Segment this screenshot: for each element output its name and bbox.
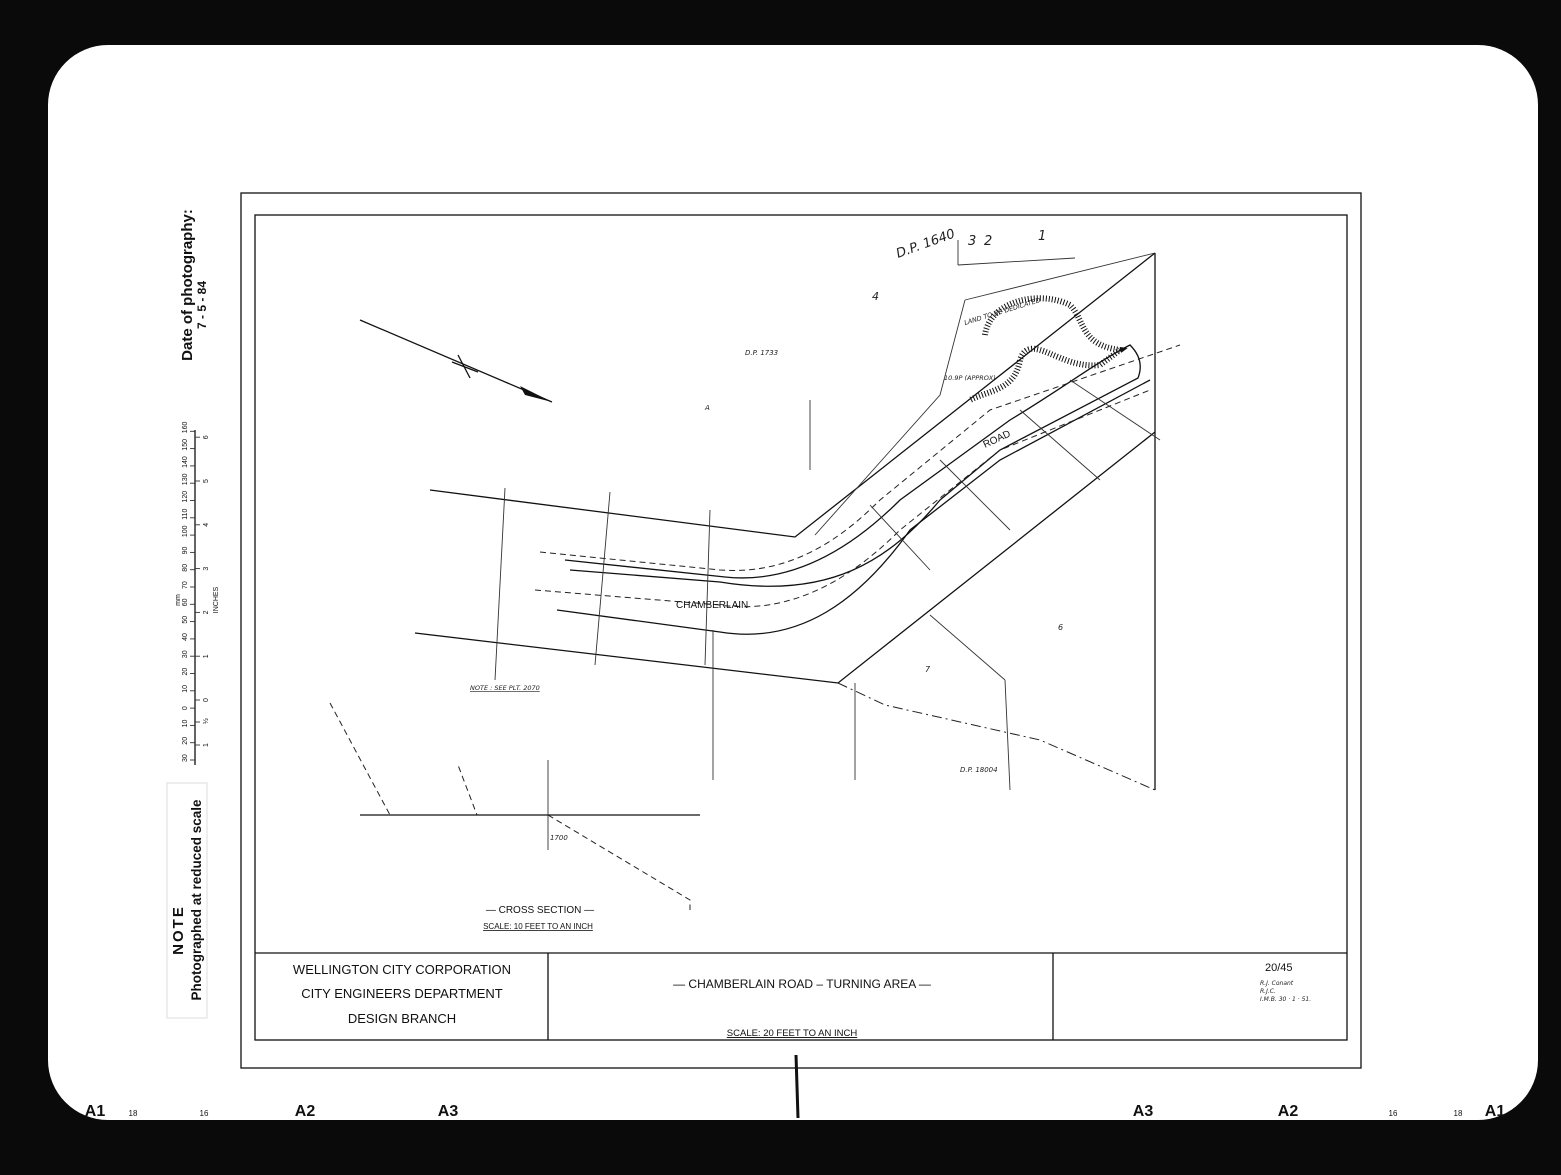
north-arrow-icon <box>359 319 553 403</box>
label-lot3: 3 <box>968 234 976 249</box>
mm-tick-label: 80 <box>182 564 189 572</box>
mm-tick-label: 140 <box>182 456 189 468</box>
label-dp18004: D.P. 18004 <box>960 766 998 774</box>
org-line2: CITY ENGINEERS DEPARTMENT <box>301 986 503 1001</box>
mm-tick-label: 120 <box>182 491 189 503</box>
inch-tick-label: 5 <box>203 479 210 483</box>
cross-section: 1700 — CROSS SECTION — SCALE: 10 FEET TO… <box>329 702 700 931</box>
org-line3: DESIGN BRANCH <box>348 1011 456 1026</box>
drawing-sheet <box>48 45 1538 1120</box>
signature-2: R.J.C. <box>1260 988 1276 995</box>
inch-tick-label: 6 <box>203 435 210 439</box>
inch-tick-label: 0 <box>203 698 210 702</box>
bottom-marker: A2 <box>1278 1103 1299 1120</box>
date-value: 7 - 5 - 84 <box>195 281 209 329</box>
bottom-marker: A1 <box>85 1103 106 1120</box>
mm-tick-label: 0 <box>182 706 189 710</box>
cross-section-level: 1700 <box>550 834 568 842</box>
inch-tick-label: ½ <box>202 718 210 724</box>
label-chamberlain: CHAMBERLAIN <box>676 600 748 611</box>
section-line <box>1019 409 1101 481</box>
drawing-title: — CHAMBERLAIN ROAD – TURNING AREA — <box>673 977 931 991</box>
section-line <box>1069 379 1161 441</box>
label-lotA: A <box>704 404 710 412</box>
label-lot4: 4 <box>872 290 879 303</box>
bottom-marker: A1 <box>1485 1103 1506 1120</box>
mm-tick-label: 100 <box>182 525 189 537</box>
mm-tick-label: 70 <box>182 581 189 589</box>
label-lot6: 6 <box>1058 623 1063 632</box>
inch-tick-label: 4 <box>203 523 210 527</box>
mm-tick-label: 10 <box>182 685 189 693</box>
scale-mm-label: mm <box>175 594 182 606</box>
signature-3: I.M.B. 30 · 1 · 51. <box>1260 996 1311 1003</box>
label-lot1: 1 <box>1038 229 1046 244</box>
date-label: Date of photography: <box>179 209 196 361</box>
label-land-dedicated: LAND TO BE DEDICATED <box>963 296 1041 327</box>
margin-info: NOTE Photographed at reduced scale Date … <box>166 209 220 1019</box>
mm-tick-label: 20 <box>182 737 189 745</box>
note-title: NOTE <box>170 905 187 955</box>
mm-tick-label: 40 <box>182 633 189 641</box>
bottom-marker: A3 <box>438 1103 459 1120</box>
section-line <box>939 459 1011 531</box>
mm-tick-label: 150 <box>182 439 189 451</box>
outer-border <box>240 192 1362 1069</box>
bottom-marker: 18 <box>129 1109 138 1118</box>
bottom-marker: 16 <box>200 1109 209 1118</box>
mm-tick-label: 10 <box>182 720 189 728</box>
plan-labels: D.P. 1640 3 2 1 4 A D.P. 1733 LAND TO BE… <box>470 227 1063 774</box>
mm-tick-label: 130 <box>182 473 189 485</box>
road-plan <box>414 240 1181 791</box>
bottom-marker: A2 <box>295 1103 316 1120</box>
mm-tick-label: 90 <box>182 547 189 555</box>
section-line <box>869 504 931 571</box>
section-line <box>594 491 611 666</box>
label-lot7: 7 <box>925 665 931 674</box>
bottom-marker: 16 <box>1389 1109 1398 1118</box>
signature-1: R.J. Conant <box>1260 980 1294 987</box>
label-area: 10.9P (APPROX) <box>944 374 996 382</box>
inch-tick-label: 2 <box>203 610 210 614</box>
label-lot2: 2 <box>984 234 992 249</box>
drawing-scale: SCALE: 20 FEET TO AN INCH <box>727 1028 858 1039</box>
inch-tick-label: 1 <box>203 654 210 658</box>
mm-tick-label: 50 <box>182 616 189 624</box>
label-dp1733: D.P. 1733 <box>745 349 778 357</box>
mm-tick-label: 30 <box>182 650 189 658</box>
mm-tick-label: 20 <box>182 668 189 676</box>
org-line1: WELLINGTON CITY CORPORATION <box>293 962 511 977</box>
title-block: WELLINGTON CITY CORPORATION CITY ENGINEE… <box>255 952 1347 1040</box>
mm-tick-label: 30 <box>182 754 189 762</box>
scale-inches-label: INCHES <box>213 586 220 613</box>
cross-section-scale: SCALE: 10 FEET TO AN INCH <box>483 922 593 931</box>
mm-tick-label: 60 <box>182 598 189 606</box>
mm-tick-label: 110 <box>182 509 189 520</box>
drawing-number: 20/45 <box>1265 962 1293 974</box>
center-mark <box>794 1054 800 1119</box>
mm-tick-label: 160 <box>182 422 189 434</box>
label-note-see: NOTE : SEE PLT. 2070 <box>470 684 540 692</box>
inner-border <box>254 214 1348 1041</box>
section-line <box>704 509 711 666</box>
bottom-markers: A1 18 16 A2 A3 A3 A2 16 18 A1 <box>85 1103 1506 1120</box>
section-line <box>494 487 506 681</box>
label-dp1640: D.P. 1640 <box>894 227 957 262</box>
inch-tick-label: 3 <box>203 567 210 571</box>
cross-section-title: — CROSS SECTION — <box>486 905 594 916</box>
bottom-marker: A3 <box>1133 1103 1154 1120</box>
bottom-marker: 18 <box>1454 1109 1463 1118</box>
inch-tick-label: 1 <box>203 743 210 747</box>
note-text: Photographed at reduced scale <box>189 799 204 1001</box>
